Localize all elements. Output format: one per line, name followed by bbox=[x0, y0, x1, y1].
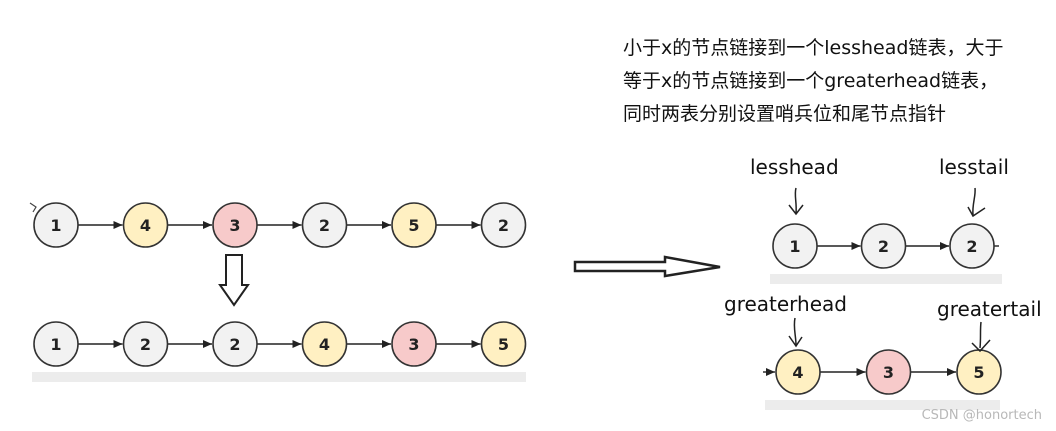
node-value: 4 bbox=[792, 363, 803, 382]
node-value: 5 bbox=[973, 363, 984, 382]
original-node-2: 4 bbox=[122, 202, 169, 248]
greater-list-baseline bbox=[765, 400, 1000, 410]
original-node-3: 3 bbox=[212, 202, 258, 248]
lesstail-label: lesstail bbox=[939, 155, 1009, 179]
node-value: 2 bbox=[319, 216, 330, 235]
less-node-3: 2 bbox=[949, 223, 995, 269]
greaterhead-pointer-icon bbox=[788, 317, 803, 348]
greater-node-3: 5 bbox=[956, 349, 1002, 395]
stray-mark-icon bbox=[29, 202, 37, 213]
lesshead-label: lesshead bbox=[750, 155, 839, 179]
node-value: 1 bbox=[50, 216, 61, 235]
node-circle bbox=[480, 321, 527, 367]
node-circle bbox=[122, 202, 169, 248]
result-node-3: 2 bbox=[212, 321, 258, 367]
node-value: 2 bbox=[498, 216, 509, 235]
node-circle bbox=[772, 223, 818, 269]
result-node-1: 1 bbox=[33, 321, 79, 367]
lesstail-pointer-icon bbox=[967, 187, 986, 218]
right-arrow-icon bbox=[573, 255, 721, 278]
result-node-4: 4 bbox=[301, 321, 348, 367]
node-circle bbox=[33, 202, 79, 248]
node-value: 3 bbox=[883, 363, 894, 382]
node-circle bbox=[865, 349, 912, 395]
node-value: 4 bbox=[319, 335, 330, 354]
greater-node-2: 3 bbox=[865, 349, 912, 395]
down-arrow-icon bbox=[218, 254, 250, 307]
node-circle bbox=[949, 223, 995, 269]
node-value: 1 bbox=[789, 237, 800, 256]
node-circle bbox=[775, 349, 821, 395]
node-value: 1 bbox=[50, 335, 61, 354]
result-node-5: 3 bbox=[391, 321, 437, 367]
less-node-1: 1 bbox=[772, 223, 818, 269]
node-circle bbox=[860, 223, 907, 269]
result-node-2: 2 bbox=[122, 321, 169, 367]
node-circle bbox=[301, 321, 348, 367]
node-value: 4 bbox=[140, 216, 151, 235]
lesshead-pointer-icon bbox=[788, 187, 804, 216]
result-list-baseline bbox=[32, 372, 526, 382]
node-circle bbox=[301, 202, 348, 248]
node-value: 2 bbox=[229, 335, 240, 354]
greater-node-1: 4 bbox=[775, 349, 821, 395]
node-circle bbox=[391, 202, 437, 248]
node-circle bbox=[391, 321, 437, 367]
node-circle bbox=[212, 321, 258, 367]
watermark: CSDN @honortech bbox=[921, 408, 1042, 423]
original-node-6: 2 bbox=[480, 202, 527, 248]
node-value: 2 bbox=[878, 237, 889, 256]
node-value: 5 bbox=[408, 216, 419, 235]
original-node-4: 2 bbox=[301, 202, 348, 248]
node-value: 3 bbox=[408, 335, 419, 354]
greaterhead-label: greaterhead bbox=[724, 292, 847, 316]
less-node-2: 2 bbox=[860, 223, 907, 269]
greatertail-label: greatertail bbox=[937, 297, 1042, 321]
less-list-baseline bbox=[770, 274, 1002, 284]
node-circle bbox=[33, 321, 79, 367]
node-value: 5 bbox=[498, 335, 509, 354]
node-value: 2 bbox=[140, 335, 151, 354]
original-node-1: 1 bbox=[33, 202, 79, 248]
node-value: 3 bbox=[229, 216, 240, 235]
node-circle bbox=[122, 321, 169, 367]
description-text: 小于x的节点链接到一个lesshead链表，大于等于x的节点链接到一个great… bbox=[623, 37, 1004, 125]
node-circle bbox=[212, 202, 258, 248]
node-circle bbox=[480, 202, 527, 248]
result-node-6: 5 bbox=[480, 321, 527, 367]
greatertail-pointer-icon bbox=[971, 321, 991, 353]
node-value: 2 bbox=[966, 237, 977, 256]
original-node-5: 5 bbox=[391, 202, 437, 248]
